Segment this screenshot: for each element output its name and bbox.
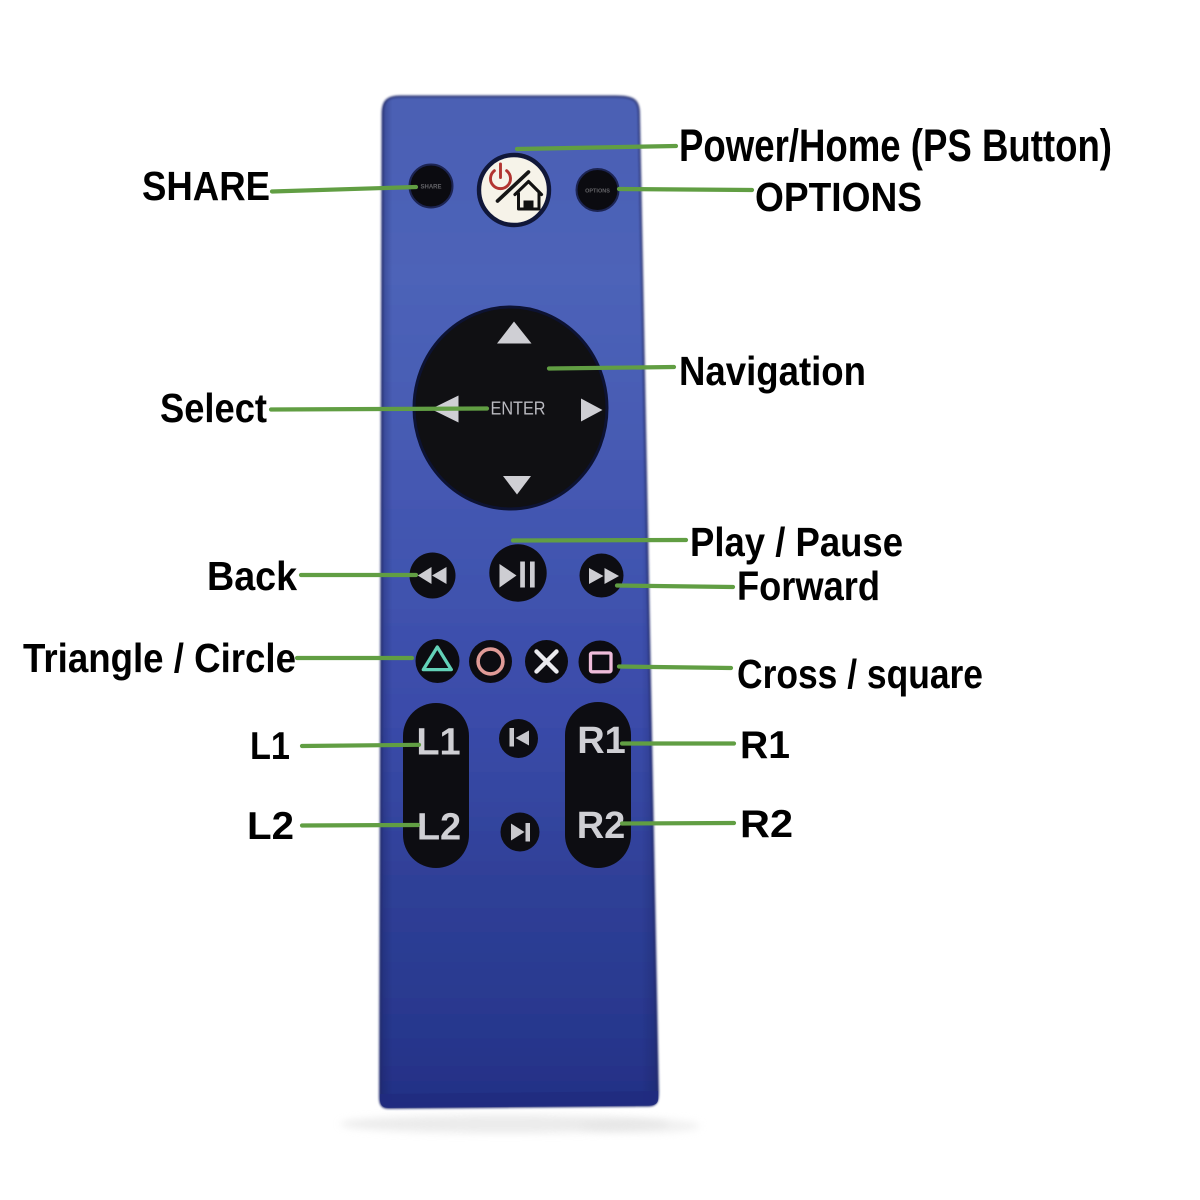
svg-text:L2: L2 — [417, 807, 461, 849]
svg-text:Select: Select — [160, 385, 267, 431]
svg-text:L1: L1 — [250, 725, 290, 768]
svg-text:R1: R1 — [577, 720, 626, 762]
svg-text:OPTIONS: OPTIONS — [585, 189, 610, 195]
svg-text:L1: L1 — [416, 722, 460, 764]
svg-text:SHARE: SHARE — [142, 163, 270, 209]
svg-text:Forward: Forward — [737, 563, 880, 609]
svg-text:Triangle / Circle: Triangle / Circle — [23, 635, 296, 681]
svg-text:L2: L2 — [247, 805, 294, 848]
svg-text:OPTIONS: OPTIONS — [755, 174, 922, 220]
svg-text:Cross / square: Cross / square — [737, 651, 983, 697]
svg-text:Power/Home (PS Button): Power/Home (PS Button) — [679, 120, 1112, 171]
svg-text:R2: R2 — [740, 803, 793, 846]
svg-text:ENTER: ENTER — [491, 398, 546, 419]
svg-text:SHARE: SHARE — [420, 185, 441, 191]
svg-text:Play / Pause: Play / Pause — [690, 519, 903, 565]
svg-text:R1: R1 — [740, 724, 790, 767]
svg-text:R2: R2 — [577, 805, 626, 847]
svg-text:Navigation: Navigation — [679, 348, 866, 394]
svg-text:Back: Back — [207, 553, 297, 599]
